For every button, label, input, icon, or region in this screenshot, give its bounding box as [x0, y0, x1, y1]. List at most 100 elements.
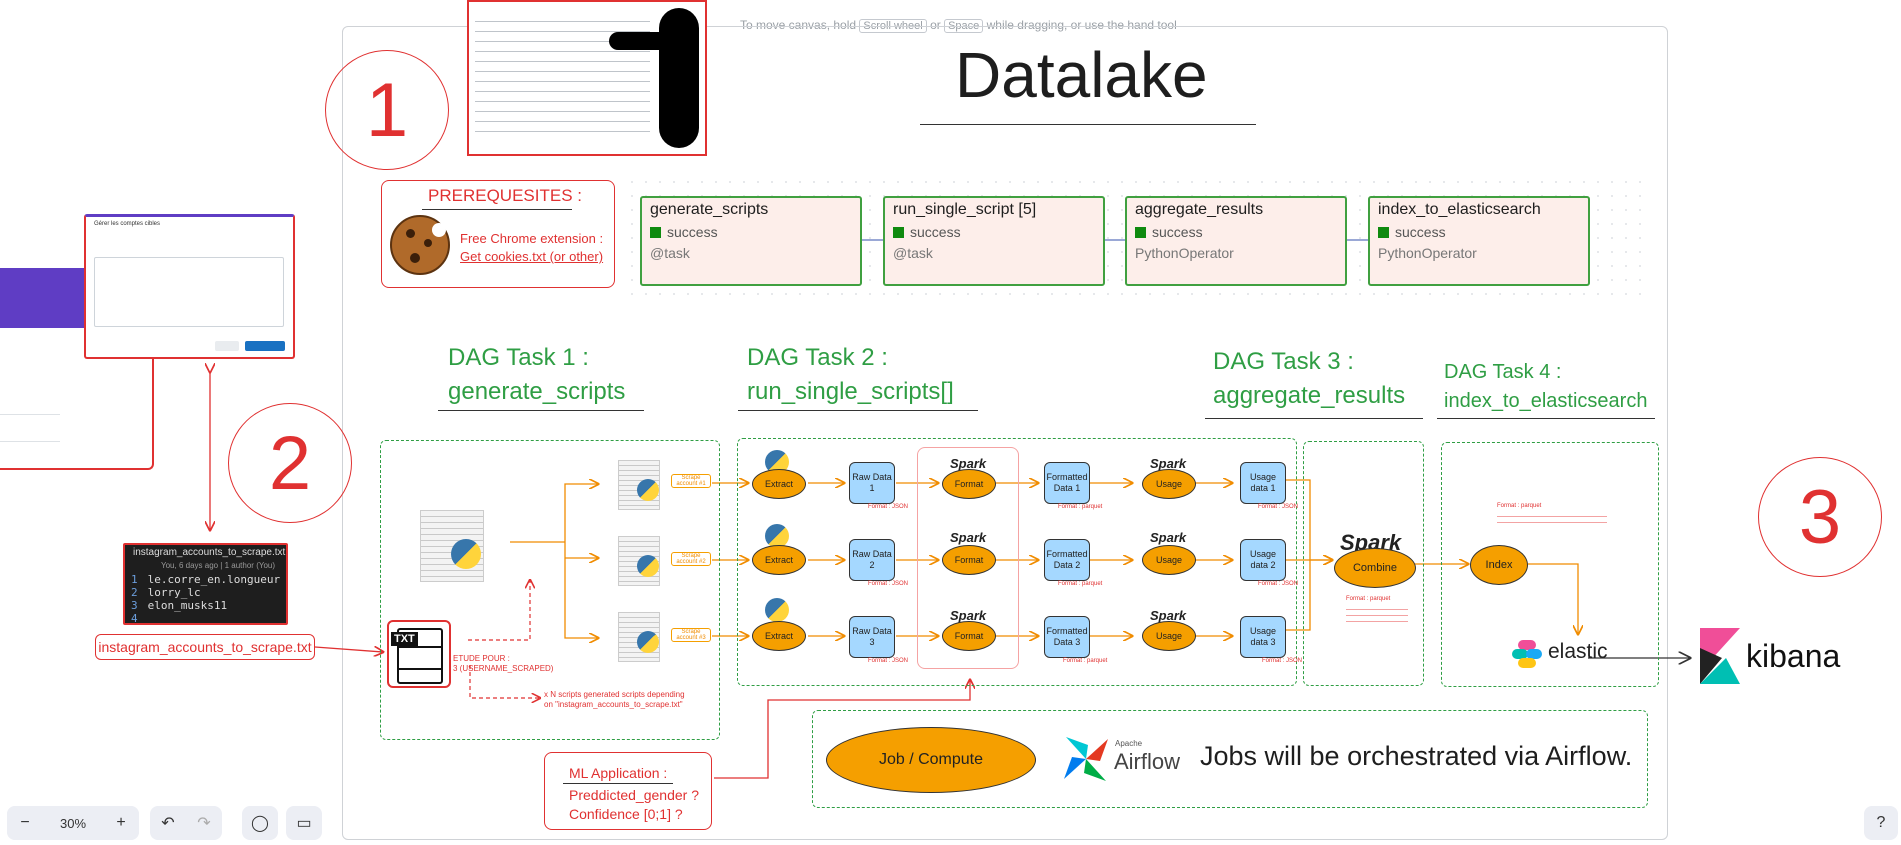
formatted-format-1: Format : parquet [1058, 504, 1103, 510]
grid-dot [1611, 279, 1613, 281]
grid-dot [1583, 181, 1585, 183]
grid-dot [785, 181, 787, 183]
elastic-logo: elastic [1512, 638, 1632, 670]
file-label: instagram_accounts_to_scrape.txt [95, 634, 315, 660]
comment-button[interactable]: ◯ [242, 806, 278, 840]
redo-icon[interactable]: ↷ [197, 815, 211, 832]
dialog-cancel-button[interactable] [215, 341, 239, 351]
ml-application-box[interactable]: ML Application : Preddicted_gender ? Con… [544, 752, 712, 830]
grid-dot [1429, 181, 1431, 183]
cookies-table-screenshot[interactable] [467, 0, 707, 156]
left-app-rows [0, 388, 60, 458]
zoom-out-button[interactable]: − [7, 806, 43, 840]
grid-dot [1499, 181, 1501, 183]
cookie-icon [390, 215, 450, 275]
grid-dot [1597, 181, 1599, 183]
code-line-3: elon_musks11 [147, 599, 228, 612]
grid-dot [1191, 181, 1193, 183]
index-format: Format : parquet [1497, 503, 1542, 509]
grid-dot [785, 293, 787, 295]
grid-dot [1401, 293, 1403, 295]
dag-4-container[interactable] [1441, 442, 1659, 687]
grid-dot [1359, 223, 1361, 225]
grid-dot [967, 181, 969, 183]
zoom-controls: − 30% + [7, 806, 139, 840]
etude-line1: ETUDE POUR : [453, 654, 510, 663]
grid-dot [1107, 293, 1109, 295]
grid-dot [869, 209, 871, 211]
grid-dot [1121, 195, 1123, 197]
grid-dot [1261, 181, 1263, 183]
dag-2-underline [738, 410, 978, 411]
undo-icon[interactable]: ↶ [161, 815, 175, 832]
grid-dot [1387, 181, 1389, 183]
spark-logo: Spark [950, 608, 987, 623]
usage-data-3: Usage data 3 [1240, 616, 1286, 658]
python-icon [637, 631, 659, 653]
code-line-1: le.corre_en.longueur [147, 573, 281, 586]
elastic-icon [1512, 640, 1542, 668]
grid-dot [813, 181, 815, 183]
grid-dot [1597, 251, 1599, 253]
grid-dot [715, 293, 717, 295]
prerequisites-box[interactable]: PREREQUESITES : Free Chrome extension : … [381, 180, 615, 288]
grid-dot [645, 293, 647, 295]
combine-node: Combine [1334, 548, 1416, 588]
task-name: generate_scripts [650, 201, 769, 218]
grid-dot [897, 293, 899, 295]
dag-label: DAG Task 4 : [1444, 361, 1562, 383]
dialog-confirm-button[interactable] [245, 341, 285, 351]
airflow-container[interactable] [812, 710, 1648, 808]
canvas-hint: To move canvas, hold Scroll wheel or Spa… [740, 18, 1177, 33]
xn-scripts-note: x N scripts generated scripts depending … [544, 690, 685, 710]
grid-dot [1037, 181, 1039, 183]
ml-gender: Preddicted_gender ? [569, 787, 699, 803]
grid-dot [1121, 279, 1123, 281]
grid-dot [701, 181, 703, 183]
formatted-format-2: Format : parquet [1058, 581, 1103, 587]
dag-1-container[interactable] [380, 440, 720, 740]
present-button[interactable]: ▭ [286, 806, 322, 840]
airflow-wordmark: Airflow [1114, 749, 1181, 774]
format-highlight-box [917, 447, 1019, 669]
raw-data-2: Raw Data 2 [849, 539, 895, 581]
spark-logo: Spark [950, 530, 987, 545]
task-generate-scripts[interactable]: generate_scripts success @task [640, 196, 862, 286]
zoom-in-button[interactable]: + [103, 806, 139, 840]
grid-dot [1485, 293, 1487, 295]
grid-dot [1107, 279, 1109, 281]
grid-dot [1457, 181, 1459, 183]
grid-dot [1639, 209, 1641, 211]
txt-file-icon: TXT [387, 620, 451, 688]
title-underline [920, 124, 1256, 125]
dag-3-container[interactable] [1303, 441, 1424, 686]
formatted-data-1: Formatted Data 1 [1044, 462, 1090, 504]
raw-format-3: Format : JSON [868, 658, 909, 664]
grid-dot [841, 293, 843, 295]
dag-label: DAG Task 3 : [1213, 348, 1354, 375]
python-icon [765, 524, 789, 548]
grid-dot [1499, 293, 1501, 295]
grid-dot [1051, 181, 1053, 183]
grid-dot [1597, 209, 1599, 211]
code-editor-screenshot[interactable]: instagram_accounts_to_scrape.txt You, 6 … [123, 543, 288, 625]
grid-dot [1121, 209, 1123, 211]
ml-title: ML Application : [569, 765, 668, 781]
dag-2-container[interactable] [737, 438, 1297, 686]
task-aggregate-results[interactable]: aggregate_results success PythonOperator [1125, 196, 1347, 286]
grid-dot [1121, 223, 1123, 225]
script-doc-3 [618, 612, 660, 662]
grid-dot [869, 265, 871, 267]
grid-dot [631, 223, 633, 225]
dialog-screenshot[interactable]: Gérer les comptes cibles [84, 214, 295, 359]
grid-dot [631, 209, 633, 211]
help-button[interactable]: ? [1864, 806, 1898, 840]
grid-dot [1527, 181, 1529, 183]
grid-dot [1611, 195, 1613, 197]
task-index-to-elasticsearch[interactable]: index_to_elasticsearch success PythonOpe… [1368, 196, 1590, 286]
grid-dot [1121, 251, 1123, 253]
task-type: PythonOperator [1135, 245, 1234, 261]
task-run-single-script[interactable]: run_single_script [5] success @task [883, 196, 1105, 286]
grid-dot [1121, 265, 1123, 267]
zoom-level[interactable]: 30% [59, 815, 87, 831]
